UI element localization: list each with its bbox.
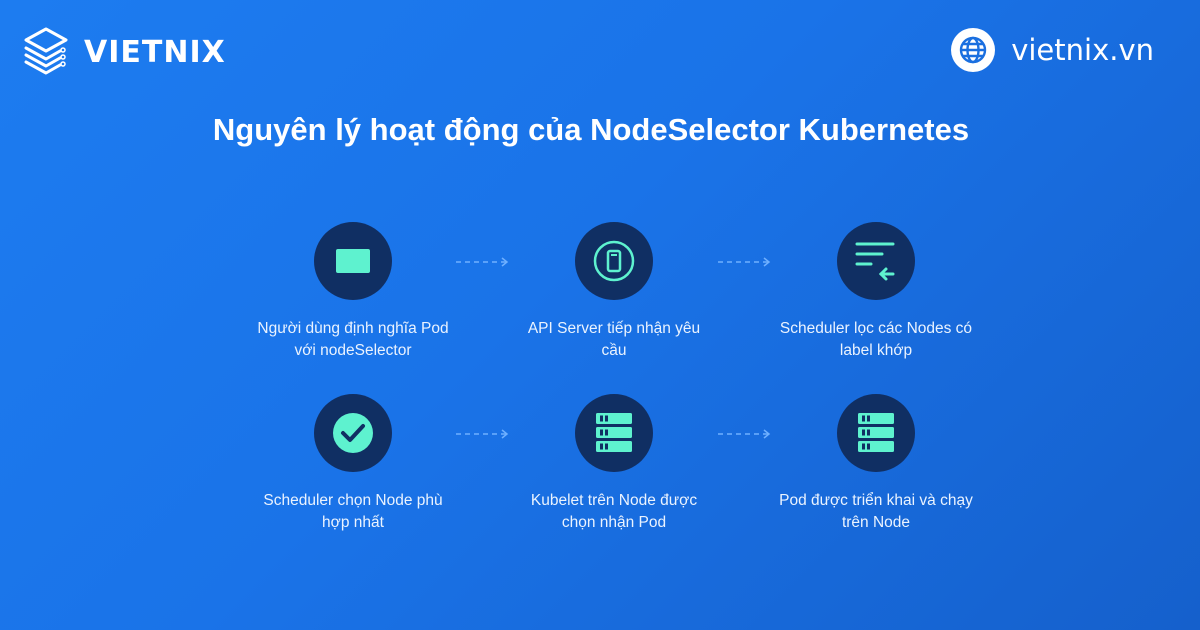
step-6: Pod được triển khai và chạy trên Node xyxy=(776,394,976,534)
step-label: Người dùng định nghĩa Pod với nodeSelect… xyxy=(257,320,449,359)
brand-name: VIETNIX xyxy=(84,34,226,70)
step-icon-circle xyxy=(314,394,392,472)
dashed-arrow-icon xyxy=(456,429,509,439)
step-label: Scheduler lọc các Nodes có label khớp xyxy=(779,320,973,359)
dashed-arrow-icon xyxy=(456,257,509,267)
step-2: API Server tiếp nhận yêu cầu xyxy=(514,222,714,362)
step-label: Scheduler chọn Node phù hợp nhất xyxy=(263,492,443,531)
step-icon-circle xyxy=(314,222,392,300)
step-label: API Server tiếp nhận yêu cầu xyxy=(527,320,701,359)
step-icon-circle xyxy=(575,394,653,472)
step-icon-circle xyxy=(837,222,915,300)
step-icon-circle xyxy=(837,394,915,472)
dashed-arrow-icon xyxy=(718,257,771,267)
website-link[interactable]: vietnix.vn xyxy=(951,28,1154,72)
vietnix-logo: VIETNIX xyxy=(20,24,226,80)
server-stack-icon xyxy=(596,413,632,452)
step-label: Pod được triển khai và chạy trên Node xyxy=(779,492,973,531)
server-device-icon xyxy=(593,240,635,282)
dashed-arrow-icon xyxy=(718,429,771,439)
step-label: Kubelet trên Node được chọn nhận Pod xyxy=(530,492,698,531)
server-stack-icon xyxy=(858,413,894,452)
step-1: Người dùng định nghĩa Pod với nodeSelect… xyxy=(253,222,453,362)
globe-icon xyxy=(951,28,996,72)
website-url[interactable]: vietnix.vn xyxy=(1011,33,1154,67)
step-5: Kubelet trên Node được chọn nhận Pod xyxy=(514,394,714,534)
page-title: Nguyên lý hoạt động của NodeSelector Kub… xyxy=(212,112,970,147)
step-4: Scheduler chọn Node phù hợp nhất xyxy=(253,394,453,534)
step-icon-circle xyxy=(575,222,653,300)
step-3: Scheduler lọc các Nodes có label khớp xyxy=(776,222,976,362)
rectangle-icon xyxy=(336,249,370,273)
filter-list-icon xyxy=(855,242,895,281)
check-circle-icon xyxy=(333,413,373,453)
stacked-server-logo-icon xyxy=(24,27,68,75)
